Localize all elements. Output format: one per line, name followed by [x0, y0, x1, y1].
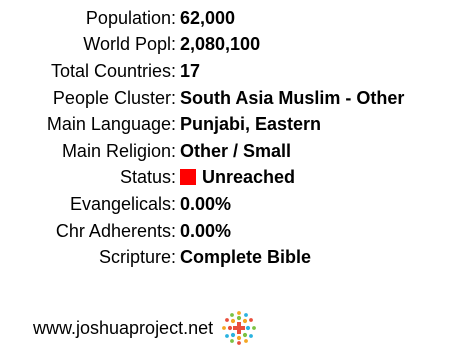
evangelicals-value: 0.00% — [180, 193, 232, 214]
main-religion-row: Main Religion: Other / Small — [0, 138, 460, 165]
logo-dot — [231, 318, 236, 324]
logo-dot — [225, 318, 230, 322]
christian-adherents-row: Chr Adherents: 0.00% — [0, 218, 460, 245]
logo-dot — [237, 311, 242, 315]
main-language-label: Main Language: — [46, 114, 176, 135]
logo-dot — [230, 339, 235, 343]
logo-dot — [249, 334, 254, 338]
evangelicals-label: Evangelicals: — [69, 193, 176, 214]
status-color-swatch — [180, 169, 196, 186]
logo-dot — [231, 332, 236, 338]
main-religion-value: Other / Small — [180, 140, 292, 161]
logo-dot — [243, 332, 248, 338]
logo-dot — [249, 318, 254, 322]
population-row: Population: 62,000 — [0, 5, 460, 32]
status-value-cell: Unreached — [180, 165, 460, 192]
logo-dot — [225, 334, 230, 338]
population-label: Population: — [85, 7, 176, 28]
footer: www.joshuaproject.net — [33, 310, 257, 346]
population-value: 62,000 — [180, 7, 236, 28]
scripture-label: Scripture: — [98, 247, 176, 268]
logo-dot — [228, 325, 233, 331]
logo-dot — [222, 326, 227, 330]
logo-dot — [246, 325, 251, 331]
main-religion-label: Main Religion: — [61, 140, 176, 161]
people-cluster-row: People Cluster: South Asia Muslim - Othe… — [0, 85, 460, 112]
logo-dot — [244, 313, 249, 317]
evangelicals-row: Evangelicals: 0.00% — [0, 191, 460, 218]
logo-dot — [252, 326, 257, 330]
total-countries-value: 17 — [180, 60, 201, 81]
logo-cross-horizontal — [233, 326, 246, 330]
scripture-value: Complete Bible — [180, 247, 312, 268]
logo-dot — [237, 341, 242, 345]
scripture-row: Scripture: Complete Bible — [0, 244, 460, 271]
logo-dot — [237, 315, 242, 321]
logo-dot — [244, 339, 249, 343]
christian-adherents-value: 0.00% — [180, 220, 232, 241]
status-row: Status: Unreached — [0, 165, 460, 192]
main-language-value: Punjabi, Eastern — [180, 114, 322, 135]
people-cluster-label: People Cluster: — [52, 87, 176, 108]
people-group-info-table: Population: 62,000 World Popl: 2,080,100… — [0, 5, 460, 271]
world-population-value: 2,080,100 — [180, 34, 261, 55]
joshua-project-website-link[interactable]: www.joshuaproject.net — [33, 317, 214, 338]
main-language-row: Main Language: Punjabi, Eastern — [0, 111, 460, 138]
people-cluster-value: South Asia Muslim - Other — [180, 87, 405, 108]
world-population-label: World Popl: — [83, 34, 176, 55]
status-label: Status: — [119, 167, 176, 188]
logo-dot — [237, 335, 242, 341]
total-countries-label: Total Countries: — [50, 60, 176, 81]
status-value: Unreached — [202, 167, 296, 188]
total-countries-row: Total Countries: 17 — [0, 58, 460, 85]
world-population-row: World Popl: 2,080,100 — [0, 32, 460, 59]
logo-dot — [243, 318, 248, 324]
christian-adherents-label: Chr Adherents: — [55, 220, 176, 241]
logo-dot — [230, 313, 235, 317]
joshua-project-logo-icon[interactable] — [221, 310, 257, 346]
